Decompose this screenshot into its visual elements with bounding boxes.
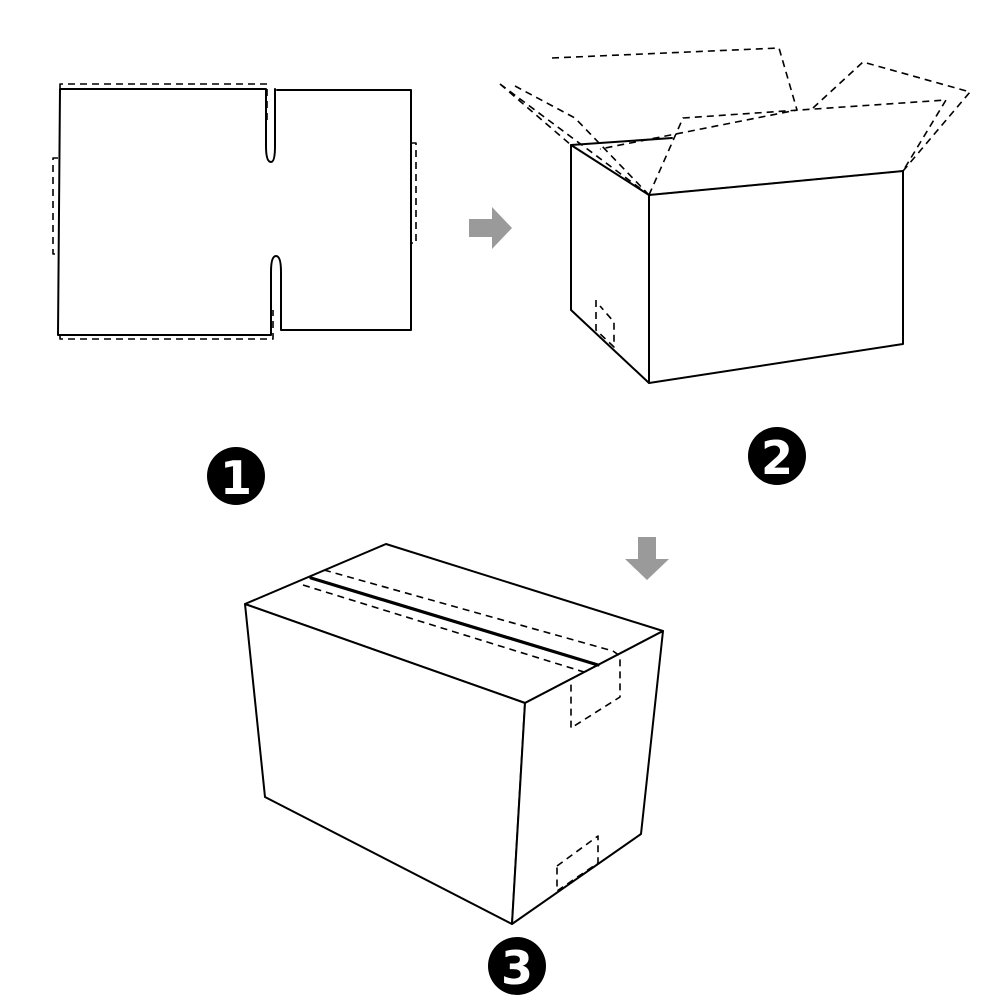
open-box-left-flap — [499, 83, 650, 196]
blank-left-flap — [52, 157, 58, 255]
tape-strip-left-edge — [309, 576, 600, 667]
tape-strip-lower-dashed — [302, 584, 585, 673]
open-box-front-flap — [648, 99, 947, 196]
step-2-open-box — [499, 47, 971, 384]
blank-right-panel — [57, 88, 412, 336]
blank-right-flap — [411, 142, 417, 244]
open-box-back-rim — [570, 137, 673, 146]
step-badge-2: 2 — [748, 427, 806, 485]
open-box-left-side — [570, 144, 650, 384]
step-badge-3-circle — [488, 937, 546, 995]
step-3-taped-box — [244, 543, 664, 925]
step-badge-3-number: 3 — [501, 941, 533, 995]
open-box-rim-dashed — [648, 170, 904, 196]
tape-strip-upper-dashed — [323, 569, 614, 652]
open-box-front-side — [648, 170, 904, 384]
step-badge-3: 3 — [488, 937, 546, 995]
arrow-right-icon — [469, 207, 512, 249]
blank-left-panel — [59, 88, 276, 163]
open-box-right-flap — [812, 61, 971, 172]
arrow-down-icon — [625, 537, 669, 580]
step-1-flat-blank — [52, 83, 417, 340]
step-badge-1: 1 — [207, 447, 265, 505]
open-box-back-flap — [551, 47, 798, 150]
taped-box-bottom-tab — [556, 835, 599, 892]
step-badge-1-number: 1 — [220, 451, 252, 505]
tape-flap-right-face — [570, 650, 621, 729]
step-badge-1-circle — [207, 447, 265, 505]
taped-box-right-face — [511, 630, 664, 925]
step-badge-2-number: 2 — [761, 431, 793, 485]
blank-bottom-dashed-guide — [59, 310, 274, 340]
open-box-corner-tab — [595, 300, 615, 348]
step-badge-2-circle — [748, 427, 806, 485]
